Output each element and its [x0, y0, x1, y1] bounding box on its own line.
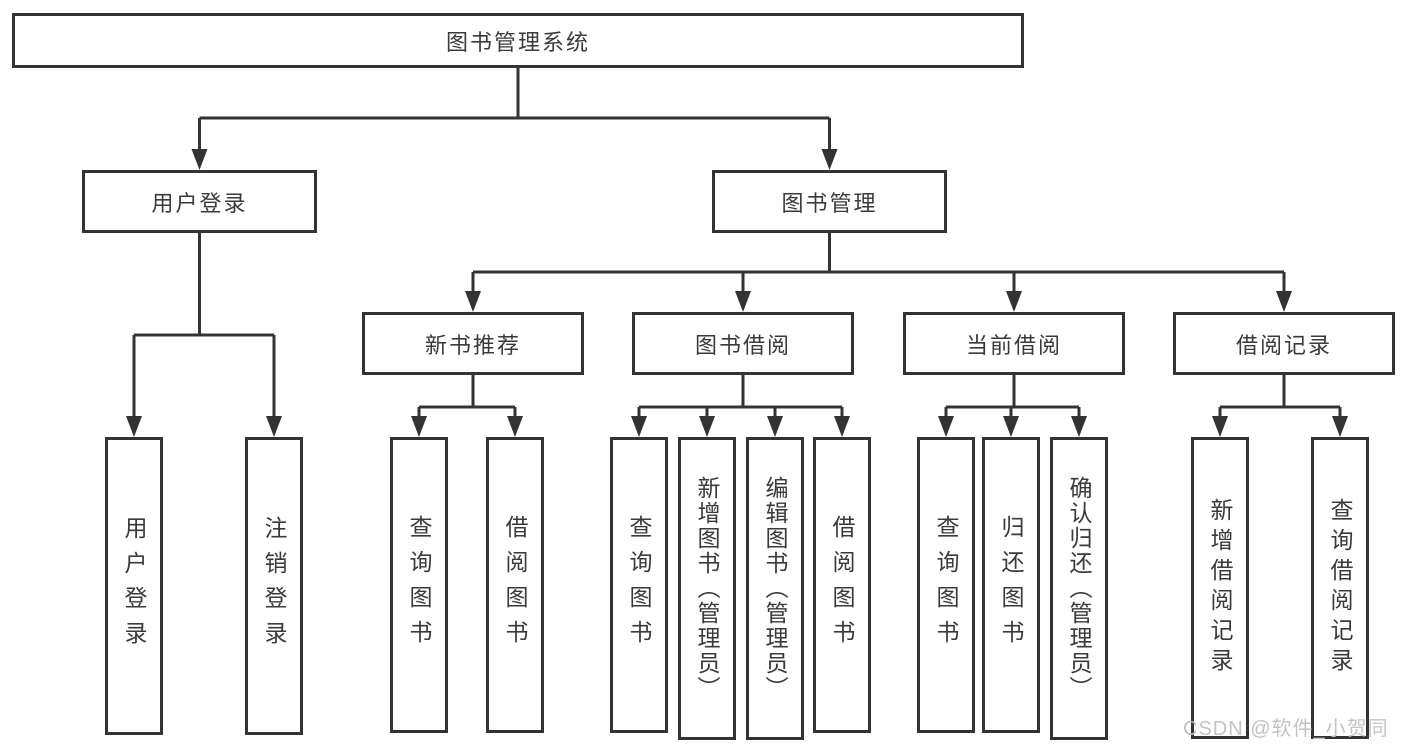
leaf-user-login: 用户登录 [105, 437, 163, 735]
node-borrow-records: 借阅记录 [1173, 312, 1395, 375]
node-user-login: 用户登录 [82, 170, 317, 233]
leaf-logout-login: 注销登录 [245, 437, 303, 735]
node-current-borrow: 当前借阅 [903, 312, 1125, 375]
leaf-add-book-admin: 新增图书（管理员） [678, 437, 736, 740]
leaf-query-borrow-record: 查询借阅记录 [1311, 437, 1369, 739]
leaf-query-books-3: 查询图书 [917, 437, 975, 733]
leaf-add-borrow-record: 新增借阅记录 [1191, 437, 1249, 739]
watermark: CSDN @软件_小贺同学 [1183, 718, 1389, 740]
leaf-edit-book-admin: 编辑图书（管理员） [746, 437, 804, 740]
node-root: 图书管理系统 [12, 13, 1024, 68]
leaf-confirm-return-admin: 确认归还（管理员） [1050, 437, 1108, 740]
leaf-return-books: 归还图书 [982, 437, 1040, 733]
node-book-management: 图书管理 [712, 170, 947, 233]
node-book-borrow: 图书借阅 [632, 312, 854, 375]
leaf-query-books-1: 查询图书 [390, 437, 448, 733]
leaf-borrow-books-1: 借阅图书 [486, 437, 544, 733]
node-new-book-recommend: 新书推荐 [362, 312, 584, 375]
leaf-query-books-2: 查询图书 [610, 437, 668, 733]
leaf-borrow-books-2: 借阅图书 [813, 437, 871, 733]
